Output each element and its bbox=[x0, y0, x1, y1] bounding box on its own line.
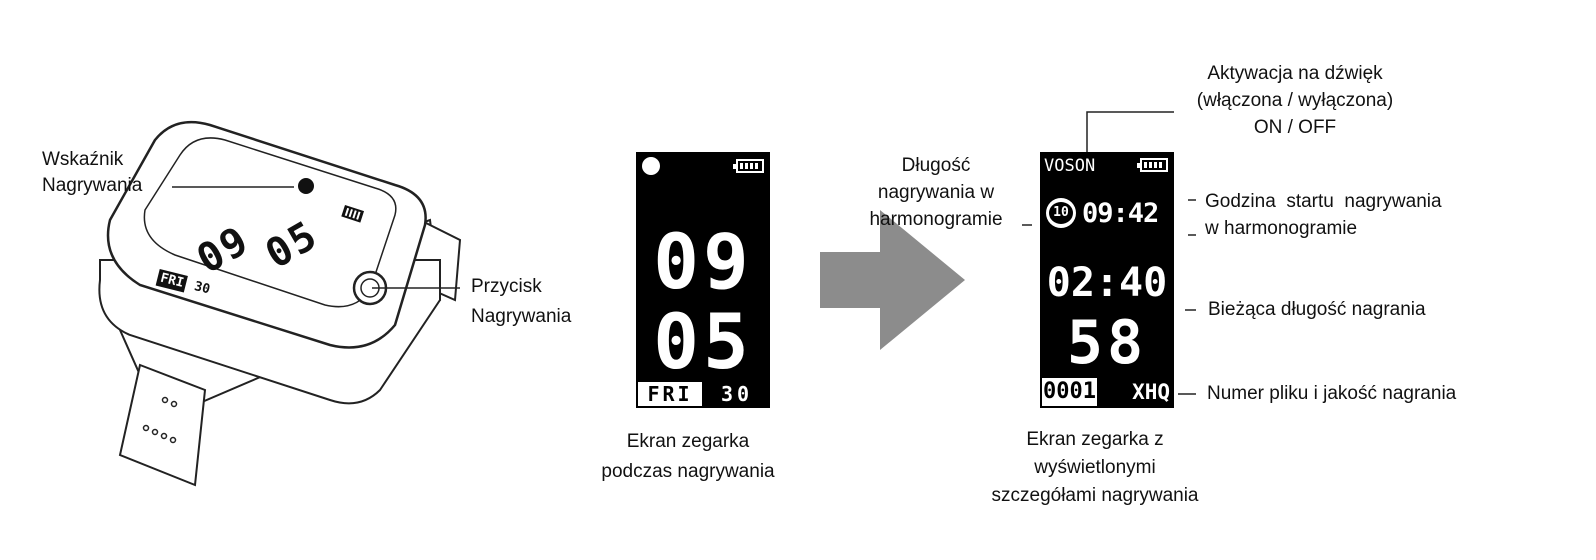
indicator-label: Wskaźnik Nagrywania bbox=[42, 148, 142, 198]
file-quality-annotation: Numer pliku i jakość nagrania bbox=[1207, 383, 1457, 404]
alarm-clock-icon: 10 bbox=[1046, 198, 1076, 228]
schedule-number: 10 bbox=[1049, 202, 1073, 224]
details-caption-line1: Ekran zegarka z bbox=[1026, 429, 1164, 450]
details-caption-line2: wyświetlonymi bbox=[1034, 457, 1156, 478]
recording-caption-line2: podczas nagrywania bbox=[601, 461, 775, 482]
battery-icon bbox=[733, 159, 764, 173]
vos-annotation-line3: ON / OFF bbox=[1253, 117, 1337, 138]
current-length-annotation: Bieżąca długość nagrania bbox=[1208, 299, 1426, 320]
recording-screen-caption: Ekran zegarka podczas nagrywania bbox=[568, 430, 808, 484]
recording-hour: 09 bbox=[653, 217, 753, 306]
elapsed-mm-ss: 02:40 bbox=[1046, 260, 1168, 306]
recording-day: FRI bbox=[638, 382, 702, 406]
details-screen-caption: Ekran zegarka z wyświetlonymi szczegółam… bbox=[960, 428, 1230, 508]
device-date: 30 bbox=[192, 279, 212, 298]
start-annotation-line1: Godzina startu nagrywania bbox=[1205, 191, 1442, 212]
record-dot bbox=[642, 157, 660, 175]
vos-indicator: VOSON bbox=[1044, 156, 1095, 176]
start-annotation-line2: w harmonogramie bbox=[1205, 218, 1358, 239]
duration-annotation-line3: harmonogramie bbox=[869, 209, 1003, 230]
vos-annotation-line1: Aktywacja na dźwięk bbox=[1207, 63, 1383, 84]
vos-label: VOS bbox=[1044, 156, 1075, 176]
button-label-line1: Przycisk bbox=[471, 276, 542, 297]
quality: XHQ bbox=[1132, 380, 1170, 404]
recording-caption-line1: Ekran zegarka bbox=[626, 431, 750, 452]
duration-annotation-line2: nagrywania w bbox=[877, 182, 995, 203]
battery-icon bbox=[1137, 158, 1168, 172]
vos-annotation-line2: (włączona / wyłączona) bbox=[1196, 90, 1394, 111]
vos-state: ON bbox=[1074, 156, 1096, 176]
recording-date: 30 bbox=[720, 382, 754, 406]
recording-minute: 05 bbox=[653, 297, 753, 386]
transition-arrow bbox=[820, 210, 965, 350]
vos-annotation: Aktywacja na dźwięk (włączona / wyłączon… bbox=[1160, 62, 1430, 140]
recording-screen: 09 05 FRI 30 bbox=[636, 152, 770, 408]
details-caption-line3: szczegółami nagrywania bbox=[991, 485, 1199, 506]
indicator-label-line2: Nagrywania bbox=[42, 175, 143, 196]
duration-annotation-line1: Długość bbox=[901, 155, 971, 176]
start-time-annotation: Godzina startu nagrywania w harmonogrami… bbox=[1205, 190, 1442, 241]
duration-annotation: Długość nagrywania w harmonogramie bbox=[846, 154, 1026, 232]
indicator-label-line1: Wskaźnik bbox=[42, 149, 124, 170]
button-label-line2: Nagrywania bbox=[471, 306, 572, 327]
record-indicator-dot bbox=[298, 178, 314, 194]
elapsed-seconds: 58 bbox=[1066, 308, 1148, 378]
record-button-label: Przycisk Nagrywania bbox=[471, 275, 571, 329]
file-info: 0001 XHQ bbox=[1042, 378, 1172, 406]
schedule-time: 09:42 bbox=[1082, 198, 1159, 229]
file-number: 0001 bbox=[1042, 378, 1097, 406]
details-screen: VOSON 10 09:42 02:40 58 0001 XHQ bbox=[1040, 152, 1174, 408]
